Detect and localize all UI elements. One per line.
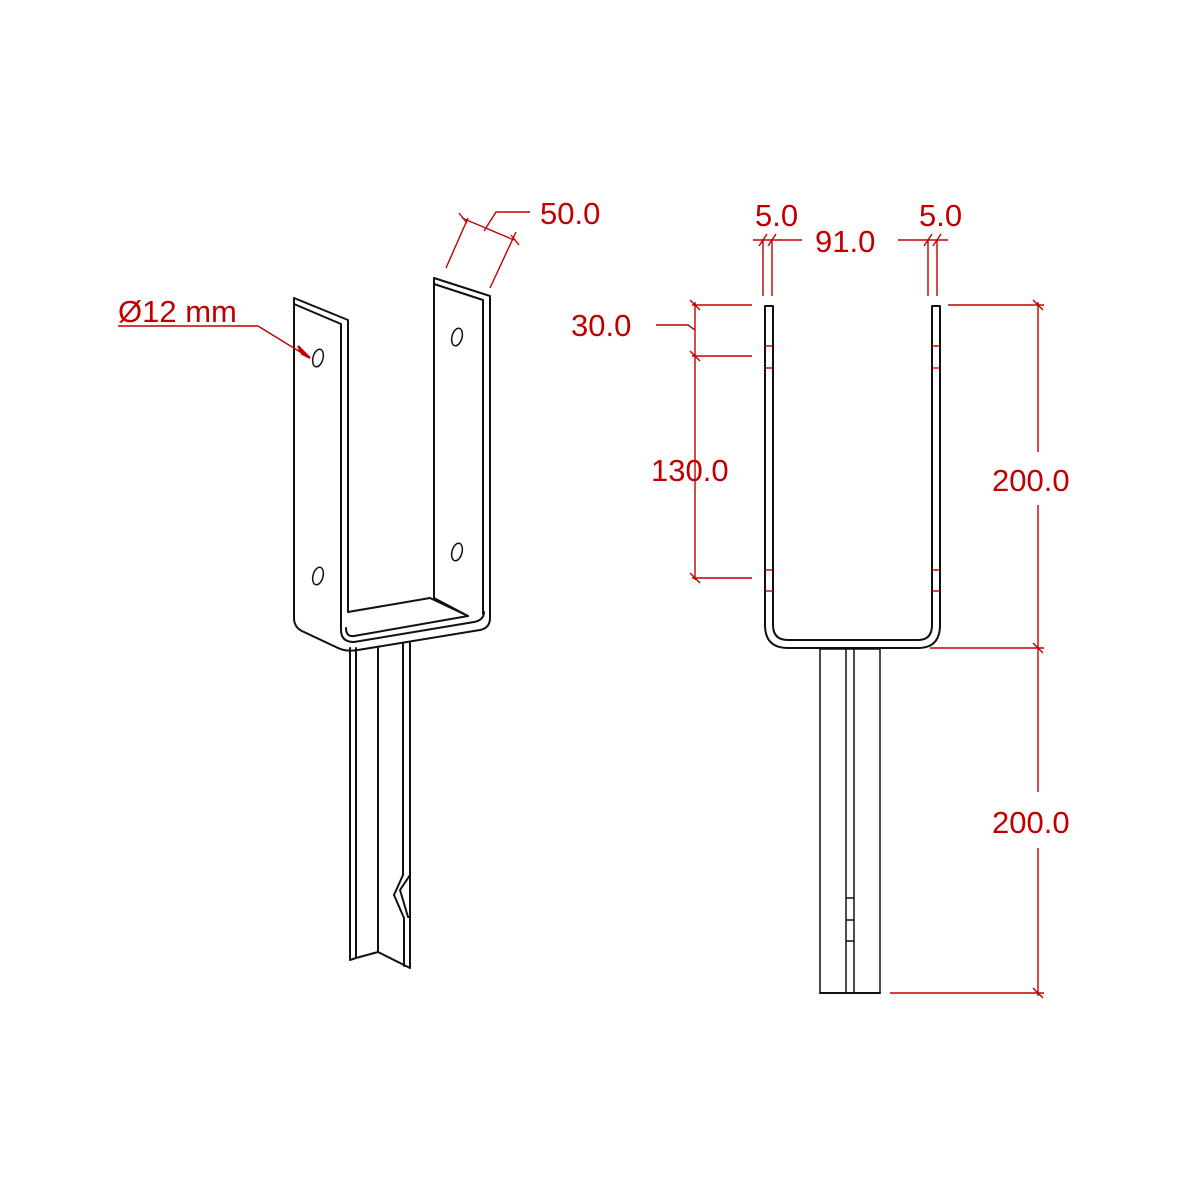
iso-spike [349, 642, 411, 969]
hole-icon [450, 327, 464, 347]
width-dimension [445, 211, 530, 289]
hole-icon [311, 348, 325, 368]
inner-width-label: 91.0 [815, 224, 875, 259]
hole-icon [450, 542, 464, 562]
hole-diameter-dimension [118, 325, 311, 359]
left-dimensions [656, 299, 752, 584]
width-label: 50.0 [540, 196, 600, 231]
hole-diameter-label: Ø12 mm [118, 294, 237, 329]
iso-bracket [293, 277, 491, 652]
isometric-view [118, 211, 530, 969]
hole-icon [311, 566, 325, 586]
left-thickness-label: 5.0 [755, 198, 798, 233]
hole-offset-label: 30.0 [571, 308, 631, 343]
right-dimensions [890, 299, 1044, 999]
bracket-height-label: 200.0 [992, 463, 1070, 498]
front-spike [819, 648, 881, 994]
front-bracket [764, 305, 941, 649]
spike-length-label: 200.0 [992, 805, 1070, 840]
hole-marks [765, 345, 940, 592]
right-thickness-label: 5.0 [919, 198, 962, 233]
top-dimensions [753, 233, 948, 296]
front-view [656, 233, 1044, 999]
hole-spacing-label: 130.0 [651, 453, 729, 488]
